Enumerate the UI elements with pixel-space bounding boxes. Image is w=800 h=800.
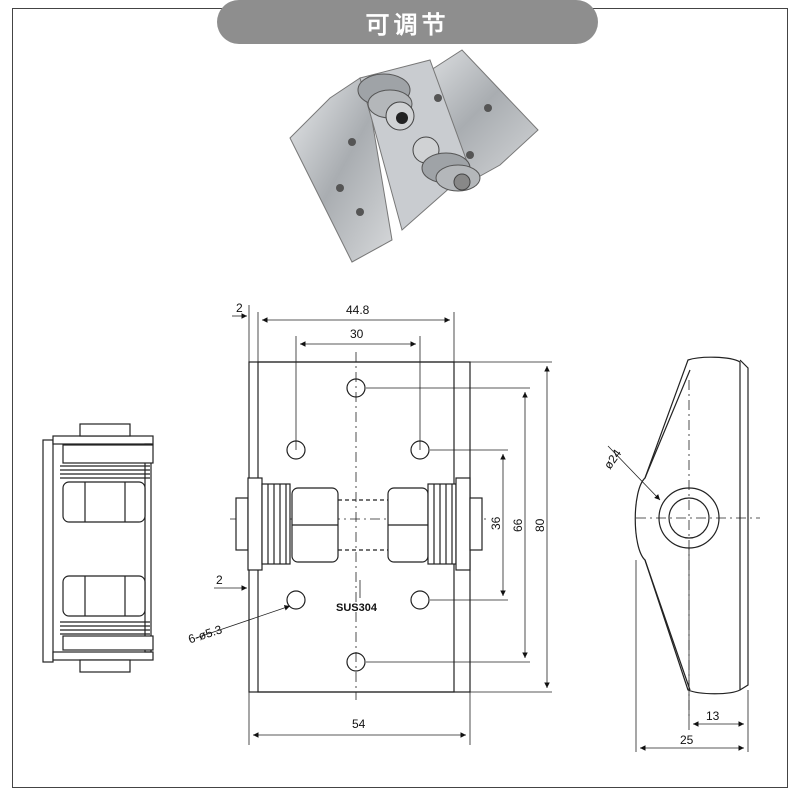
dim-hole-spec: 6-ø5.3 xyxy=(186,622,224,646)
side-plate xyxy=(42,439,54,663)
dim-diameter: ø24 xyxy=(601,446,625,471)
photo-hole xyxy=(356,208,364,216)
dim-height-inner: 36 xyxy=(489,516,503,530)
dim-base-width: 54 xyxy=(352,717,366,731)
dim-height-mid: 66 xyxy=(511,518,525,532)
photo-hole xyxy=(484,104,492,112)
hinge-photo xyxy=(289,49,539,263)
side-nut-lower xyxy=(62,575,146,617)
mount-hole xyxy=(410,590,430,610)
page-title: 可调节 xyxy=(365,10,450,39)
mount-hole xyxy=(346,378,366,398)
dim-total: 25 xyxy=(680,733,694,747)
front-view xyxy=(230,352,490,700)
dim-small: 13 xyxy=(706,709,720,723)
dim-offset-side: 2 xyxy=(216,573,223,587)
hinge-left-plate xyxy=(289,77,393,263)
photo-hole xyxy=(466,151,474,159)
material-label: SUS304 xyxy=(336,602,378,614)
mount-hole xyxy=(286,590,306,610)
mount-hole xyxy=(346,652,366,672)
front-dimensions xyxy=(195,305,552,745)
right-side-view xyxy=(607,356,760,752)
left-side-view xyxy=(42,423,154,673)
dim-overall-width: 44.8 xyxy=(346,303,370,317)
dim-height-total: 80 xyxy=(533,518,547,532)
dim-inner-width: 30 xyxy=(350,327,364,341)
photo-hole xyxy=(336,184,344,192)
side-nut-upper xyxy=(62,481,146,523)
photo-hole xyxy=(434,94,442,102)
dim-offset-top: 2 xyxy=(236,301,243,315)
title-banner: 可调节 xyxy=(217,0,598,44)
photo-hole xyxy=(348,138,356,146)
